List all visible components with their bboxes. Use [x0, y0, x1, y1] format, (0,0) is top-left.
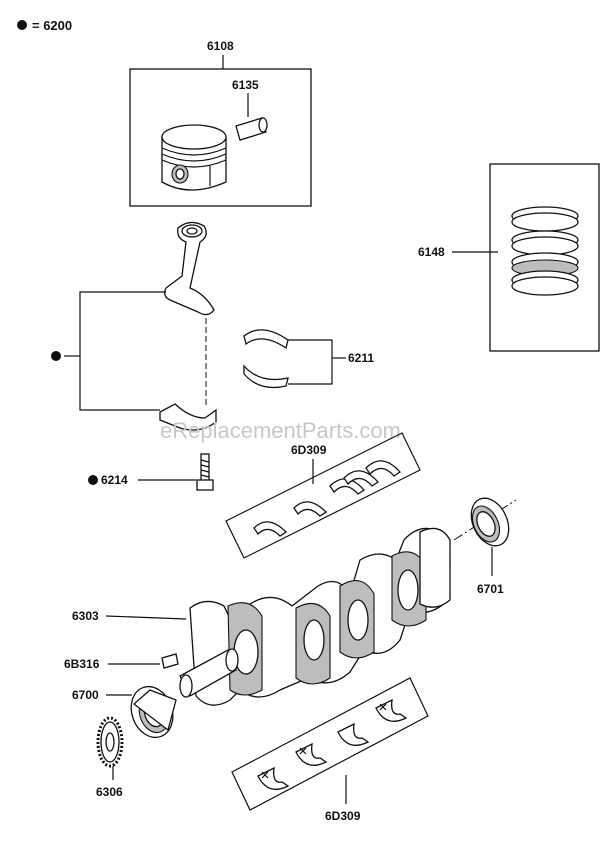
label-piston-assembly[interactable]: 6108: [207, 39, 234, 53]
conrod-bolt-icon: [196, 453, 214, 491]
label-crank-gear[interactable]: 6306: [96, 785, 123, 799]
legend-dot-icon: [17, 20, 27, 30]
piston-assembly-box: [129, 68, 312, 207]
crank-gear-group: 6306: [96, 716, 124, 799]
rear-oil-seal-icon: [470, 497, 510, 547]
bolt-dot-icon: [88, 475, 98, 485]
ring-set-group: 6148: [418, 163, 600, 352]
conrod-bearing-upper-icon: [243, 329, 289, 350]
label-conrod-bearing[interactable]: 6211: [348, 351, 374, 365]
piston-icon: [161, 124, 227, 191]
label-main-bearing-lower[interactable]: 6D309: [325, 809, 361, 823]
piston-pin-icon: [235, 117, 268, 141]
label-ring-set[interactable]: 6148: [418, 245, 445, 259]
conrod-bearing-lower-icon: [243, 364, 289, 389]
connecting-rod-group: [51, 221, 217, 431]
label-piston-pin[interactable]: 6135: [232, 78, 259, 92]
rear-oil-seal-group: 6701: [453, 497, 517, 596]
ring-set-box: [489, 163, 600, 352]
rod-cap-icon: [159, 403, 217, 431]
watermark: eReplacementParts.com: [160, 418, 401, 443]
main-bearing-lower-panel: [231, 677, 429, 811]
woodruff-key-group: 6B316: [64, 653, 179, 671]
front-oil-seal-icon: [130, 685, 177, 739]
conrod-bearing-group: 6211: [243, 329, 374, 389]
piston-assembly-group: 6108 6135: [129, 39, 312, 207]
main-bearing-upper-group: 6D309: [225, 432, 421, 559]
label-woodruff-key[interactable]: 6B316: [64, 657, 100, 671]
crankshaft-icon: [179, 527, 451, 706]
label-crankshaft[interactable]: 6303: [72, 609, 99, 623]
crankshaft-group: 6303: [72, 527, 451, 706]
main-bearing-upper-icon: [253, 460, 401, 537]
piston-rings-icon: [511, 206, 579, 296]
label-front-oil-seal[interactable]: 6700: [72, 688, 99, 702]
connecting-rod-icon: [164, 221, 215, 316]
main-bearing-lower-group: 6D309: [231, 677, 429, 823]
main-bearing-lower-icon: [257, 698, 408, 790]
legend: = 6200: [17, 18, 72, 33]
label-conrod-bolt[interactable]: 6214: [101, 473, 128, 487]
woodruff-key-icon: [161, 653, 179, 669]
front-oil-seal-group: 6700: [72, 685, 177, 739]
conrod-bolt-group: 6214: [88, 453, 214, 491]
label-main-bearing-upper[interactable]: 6D309: [291, 443, 327, 457]
label-rear-oil-seal[interactable]: 6701: [477, 582, 504, 596]
legend-text: = 6200: [32, 18, 72, 33]
main-bearing-upper-panel: [225, 432, 421, 559]
assembly-dot-icon: [51, 351, 61, 361]
crank-gear-icon: [96, 716, 124, 768]
